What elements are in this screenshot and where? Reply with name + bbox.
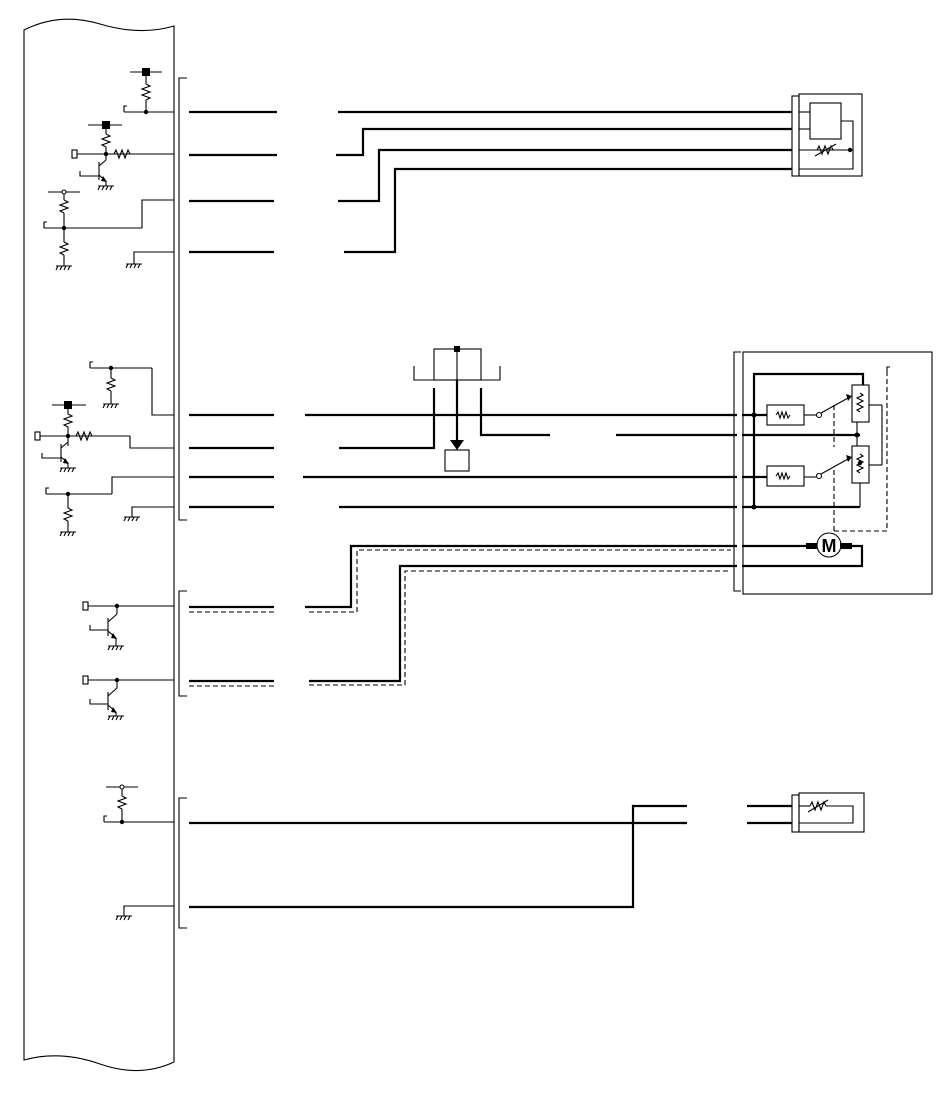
resistor-icon: [105, 377, 117, 392]
transistor-base-terminal-icon: [71, 149, 78, 159]
resistor-icon: [62, 413, 74, 428]
sensor-top-right: [791, 93, 863, 177]
ground-icon: [125, 263, 142, 269]
ground-icon: [107, 715, 124, 721]
sensor-bottom-right: [791, 792, 865, 833]
ground-icon: [123, 516, 140, 522]
terminal-box-icon: [444, 449, 470, 472]
thermistor-icon: [816, 144, 834, 156]
ground-icon: [115, 915, 132, 921]
arrow-down-icon: [450, 440, 464, 450]
switch-icon: [820, 458, 849, 475]
ground-icon: [102, 403, 119, 409]
input-tick-icon: [89, 361, 93, 368]
input-tick-icon: [43, 221, 47, 228]
wire-harness-group-4: [189, 804, 795, 909]
supply-terminal-icon: [142, 68, 150, 76]
ecu-internal-circuit-group-3: [82, 601, 174, 721]
ecu-internal-circuit-group-2: [34, 361, 174, 537]
resistor-icon: [75, 430, 93, 442]
wire-harness-group-1: [189, 110, 795, 254]
supply-terminal-icon: [102, 121, 110, 129]
connector-icon: [791, 95, 800, 177]
connector-icon: [791, 794, 800, 833]
resistor-icon: [116, 795, 128, 810]
resistor-icon: [100, 133, 112, 148]
input-tick-icon: [45, 487, 49, 494]
resistor-icon: [58, 241, 70, 256]
transistor-base-terminal-icon: [82, 675, 89, 685]
junction-device: [413, 346, 501, 472]
ground-icon: [97, 185, 114, 191]
potentiometer-icon: [851, 384, 870, 423]
resistor-icon: [62, 507, 74, 522]
input-tick-icon: [886, 366, 890, 372]
transistor-base-terminal-icon: [82, 601, 89, 611]
wire-harness-group-2: [189, 388, 737, 509]
ecu-body: [23, 18, 175, 1072]
ground-icon: [59, 467, 76, 473]
connector-icon: [733, 351, 741, 592]
input-tick-icon: [103, 815, 107, 822]
supply-terminal-icon: [64, 401, 72, 409]
transistor-base-terminal-icon: [34, 431, 41, 441]
ecu-connector-brackets: [178, 77, 187, 929]
ecu-internal-circuit-group-1: [43, 68, 174, 271]
ground-icon: [59, 531, 76, 537]
resistor-icon: [58, 199, 70, 214]
actuator-assembly: M: [733, 351, 933, 595]
sensor-chip-icon: [809, 102, 842, 140]
ecu-internal-circuit-group-4: [103, 784, 174, 921]
ground-icon: [107, 645, 124, 651]
input-tick-icon: [123, 105, 127, 112]
shielded-wires: [189, 544, 737, 687]
resistor-icon: [113, 148, 131, 160]
ground-icon: [55, 265, 72, 271]
motor-label: M: [822, 536, 837, 556]
resistor-icon: [140, 83, 152, 101]
